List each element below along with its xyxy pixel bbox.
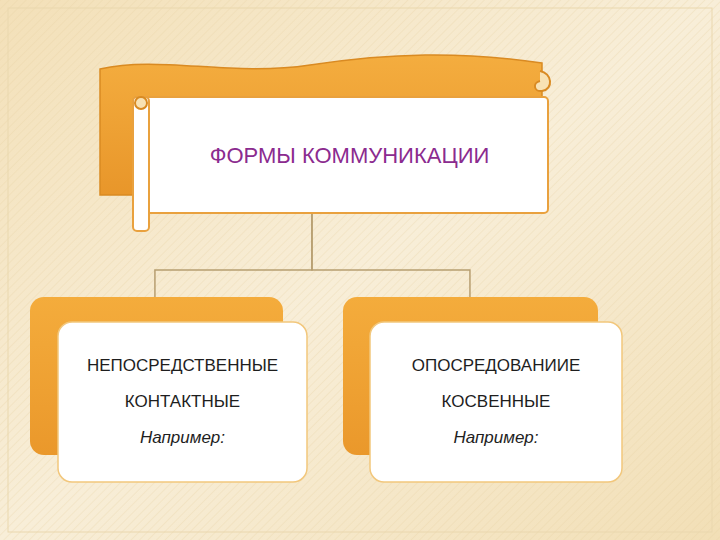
- scroll-curl: [135, 97, 147, 109]
- text-area: ОПОСРЕДОВАНИИЕ КОСВЕННЫЕ Например:: [370, 322, 622, 482]
- category-line: Например:: [140, 427, 225, 449]
- title-text: ФОРМЫ КОММУНИКАЦИИ: [210, 141, 490, 170]
- category-heading: НЕПОСРЕДСТВЕННЫЕ: [87, 355, 278, 377]
- scroll-curl: [535, 71, 550, 91]
- tree-connector: [155, 213, 312, 297]
- tree-connector: [312, 213, 470, 297]
- node-outline: [100, 55, 550, 213]
- category-line: КОСВЕННЫЕ: [442, 391, 551, 413]
- card-front-panel: [370, 322, 622, 482]
- category-box: ОПОСРЕДОВАНИИЕ КОСВЕННЫЕ Например:: [343, 297, 622, 482]
- category-line: КОНТАКТНЫЕ: [125, 391, 240, 413]
- slide-frame: [8, 8, 712, 532]
- scroll-paper: [133, 97, 548, 213]
- card-front-panel: [58, 322, 307, 482]
- title-scroll-box: ФОРМЫ КОММУНИКАЦИИ: [100, 55, 550, 213]
- text-area: ФОРМЫ КОММУНИКАЦИИ: [151, 97, 548, 213]
- category-heading: ОПОСРЕДОВАНИИЕ: [412, 355, 581, 377]
- scroll-roll: [133, 97, 149, 231]
- node-outline: [30, 297, 307, 482]
- node-outline: [343, 297, 622, 482]
- category-box: НЕПОСРЕДСТВЕННЫЕ КОНТАКТНЫЕ Например:: [30, 297, 307, 482]
- category-line: Например:: [453, 427, 538, 449]
- text-area: НЕПОСРЕДСТВЕННЫЕ КОНТАКТНЫЕ Например:: [58, 322, 307, 482]
